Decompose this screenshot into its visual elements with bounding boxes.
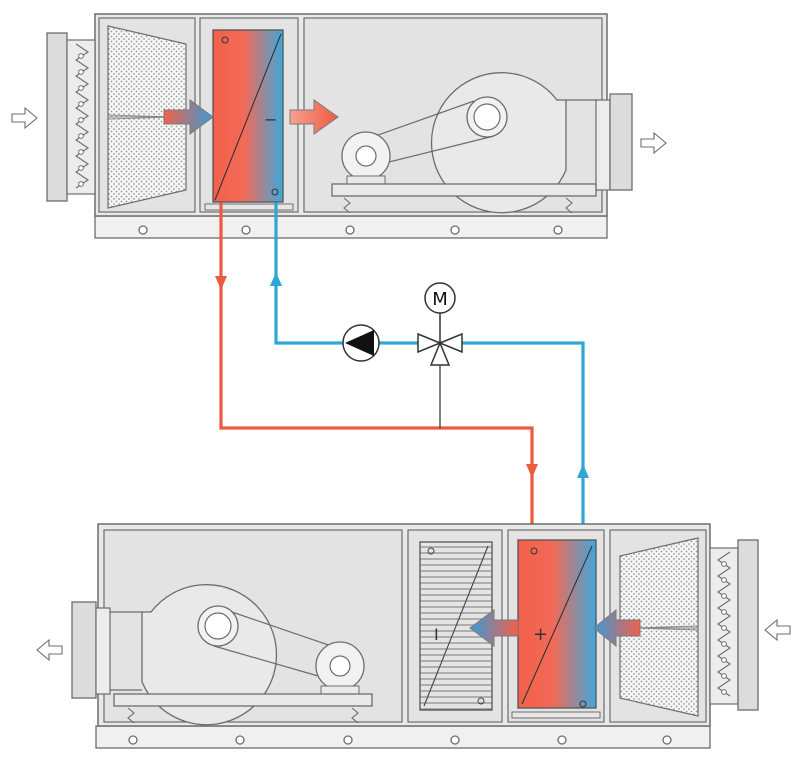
lower-fan-housing	[141, 584, 278, 726]
lower-outlet-flange	[71, 601, 97, 699]
lower-unit: I +	[36, 523, 791, 749]
lower-cooler-sign: I	[434, 625, 439, 644]
lower-air-arrow-2	[469, 609, 519, 647]
cold-flow-arrow-2	[577, 464, 589, 478]
cold-flow-arrow-1	[270, 272, 282, 286]
upper-damper	[75, 43, 89, 189]
upper-air-arrow-2	[289, 99, 339, 135]
lower-damper	[717, 551, 731, 697]
hot-supply-pipe	[219, 202, 534, 548]
lower-fan-base	[113, 693, 373, 707]
lower-inlet-arrow	[764, 618, 791, 642]
upper-fan-base	[331, 183, 597, 197]
lower-inlet-flange	[737, 539, 759, 711]
lower-rail-bolts	[128, 735, 672, 745]
upper-air-arrow-1	[163, 99, 214, 135]
circulation-pump	[342, 324, 380, 362]
upper-fan-housing	[430, 72, 567, 214]
upper-unit: −	[11, 13, 667, 239]
valve-actuator	[424, 282, 456, 314]
motor-label: M	[432, 289, 448, 310]
upper-coil-sign: −	[264, 110, 277, 129]
lower-air-arrow-1	[593, 608, 641, 648]
lower-coil-sign: +	[533, 624, 548, 645]
upper-inlet-flange	[46, 32, 68, 202]
upper-outlet-flange	[595, 99, 611, 191]
hot-flow-arrow-1	[215, 276, 227, 290]
lower-base-rail	[95, 725, 711, 749]
upper-rail-bolts	[138, 225, 563, 235]
upper-outlet-arrow	[640, 131, 667, 155]
three-way-valve: M	[417, 282, 463, 366]
hot-flow-arrow-2	[526, 464, 538, 478]
upper-inlet-arrow	[11, 106, 38, 130]
lower-outlet-arrow	[36, 638, 63, 662]
